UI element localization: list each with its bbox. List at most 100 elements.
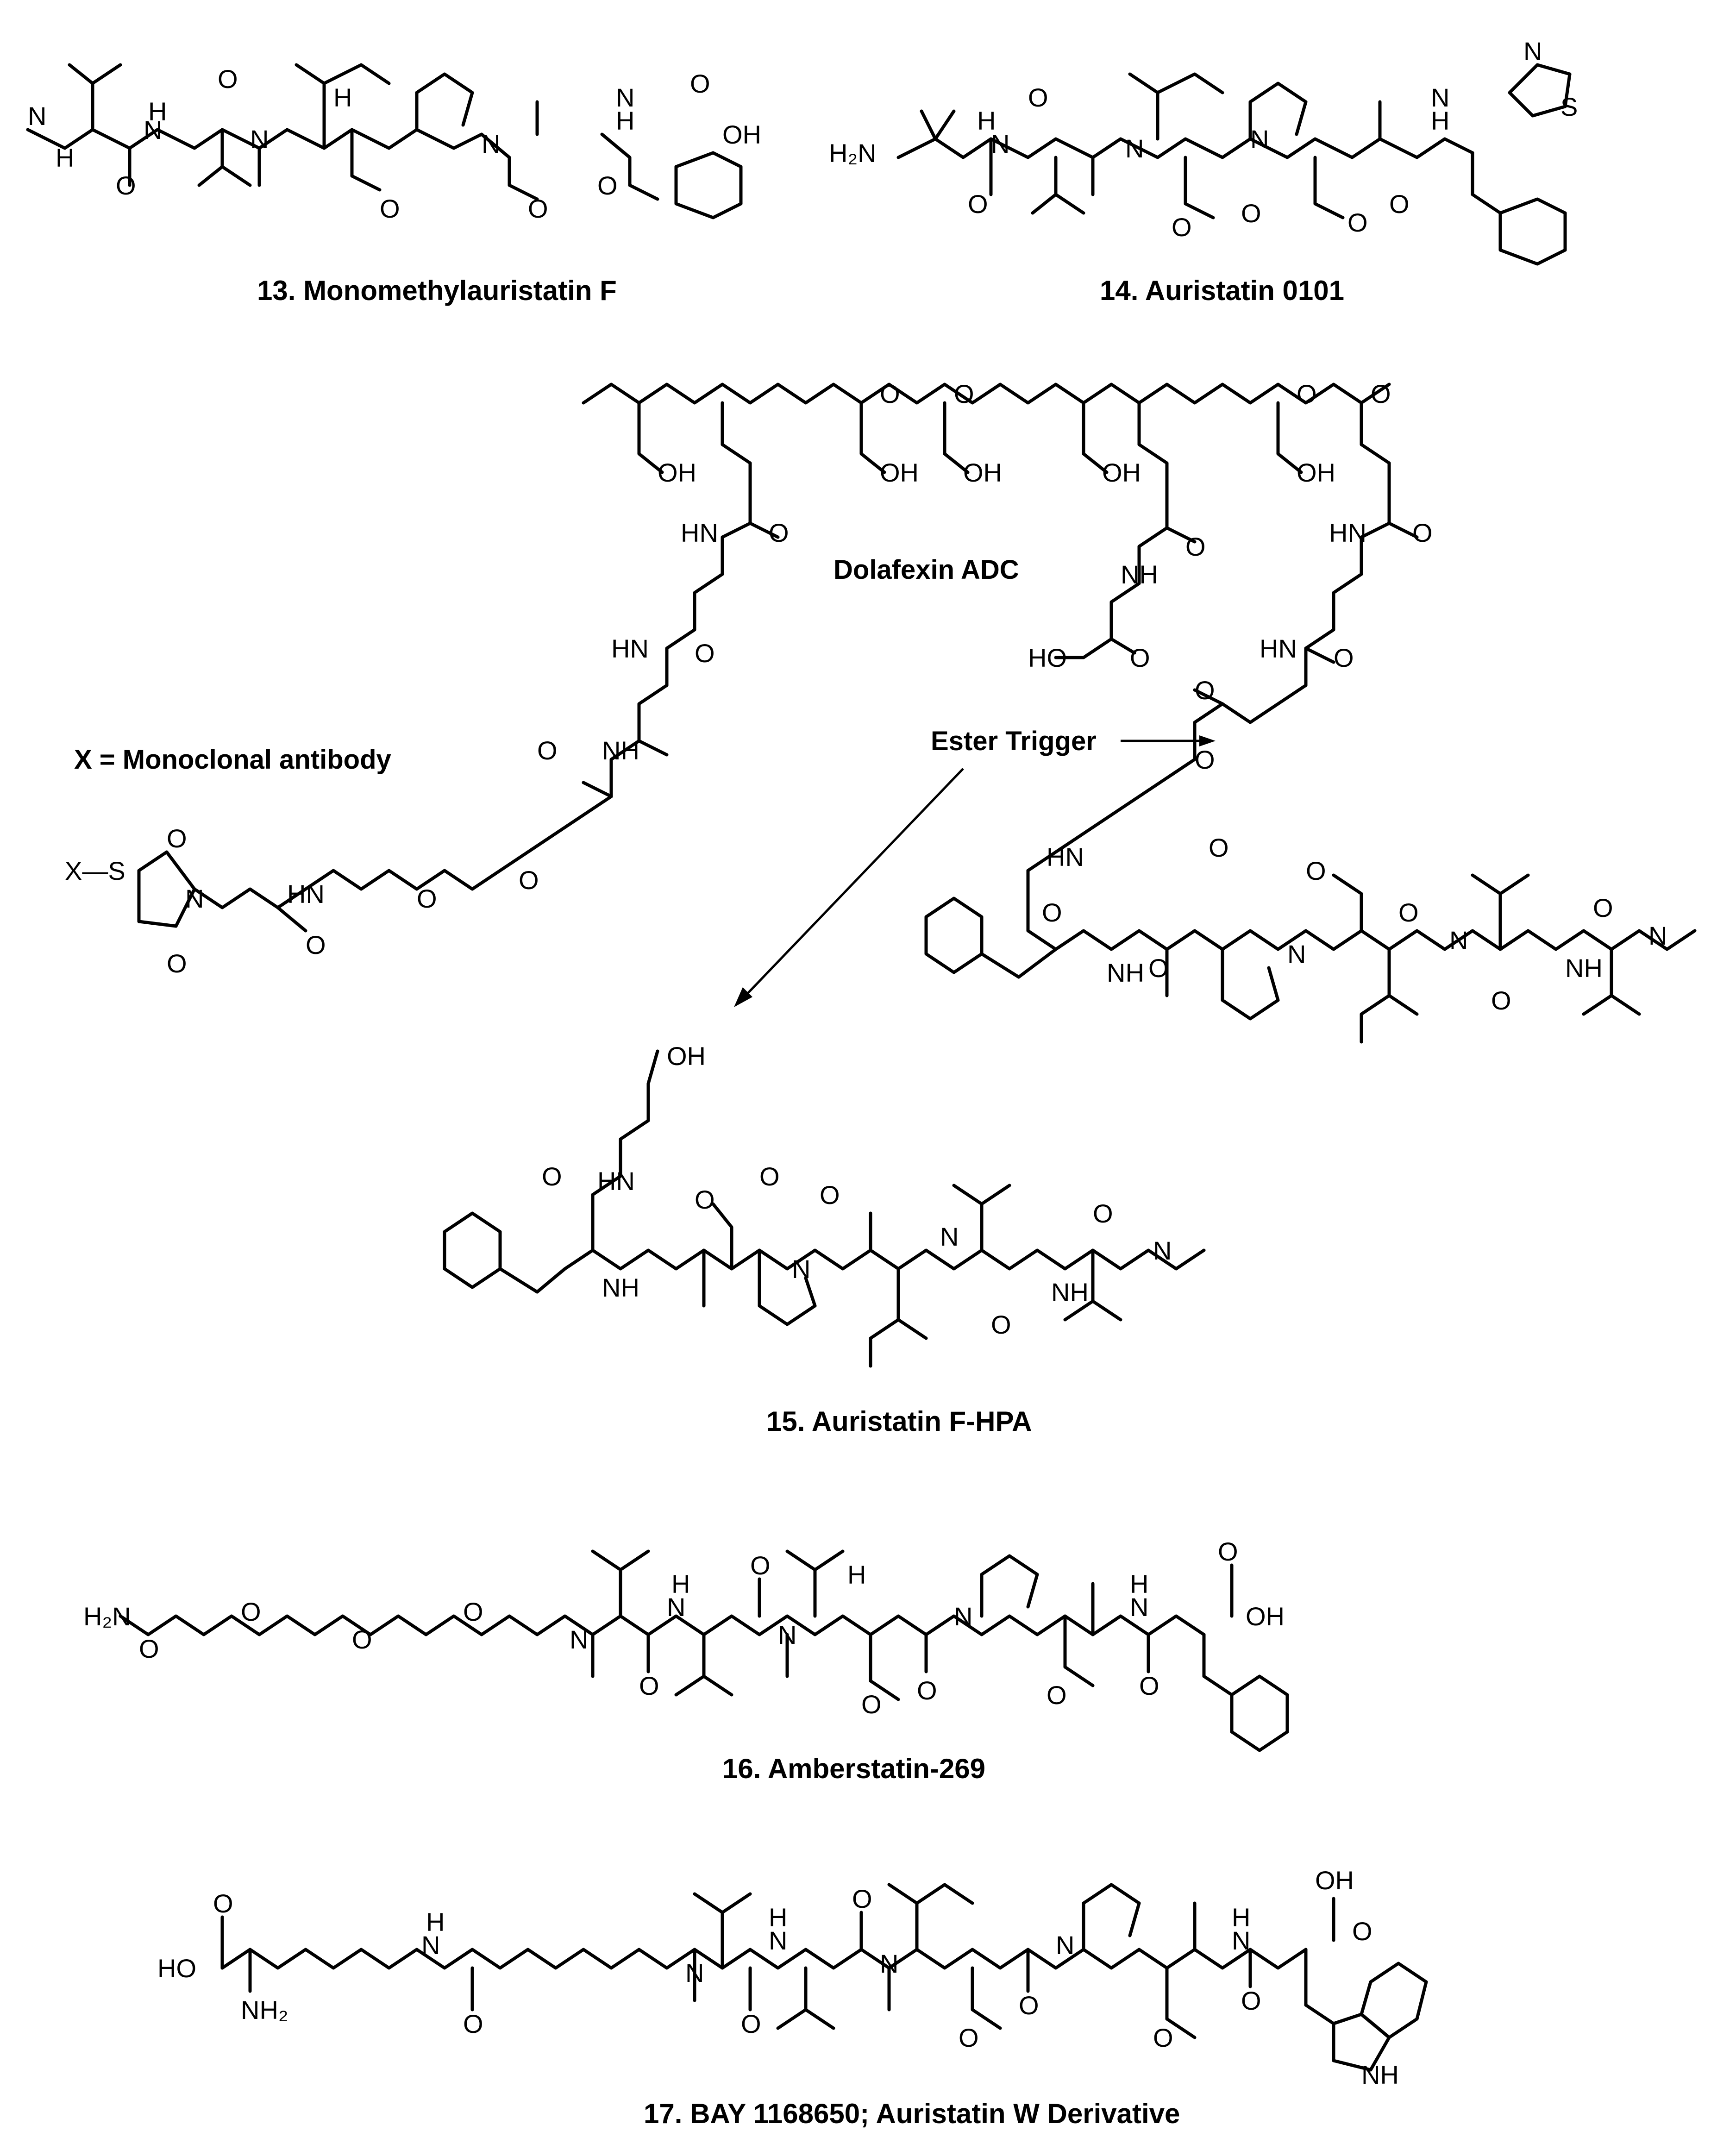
atom-label: O [218, 64, 238, 94]
atom-label: O [1412, 518, 1433, 547]
atom-label: HN [287, 879, 325, 909]
atom-label: O [1334, 643, 1354, 672]
atom-label: N [1153, 1236, 1172, 1265]
atom-label: O [1389, 189, 1410, 219]
atom-label: N [570, 1625, 588, 1654]
atom-label: OH [1315, 1866, 1354, 1895]
atom-label: O [306, 930, 326, 959]
atom-label: NH [1107, 958, 1144, 987]
x-definition-label: X = Monoclonal antibody [74, 745, 391, 775]
atom-label: N [940, 1222, 959, 1251]
atom-label: O [1153, 2023, 1173, 2052]
atom-label: O [1047, 1680, 1067, 1710]
atom-label: O [1185, 532, 1206, 561]
atom-label: O [880, 379, 900, 408]
compound-13-structure [26, 63, 743, 219]
dolafexin-payload [924, 869, 1697, 1044]
atom-label: N [1056, 1930, 1074, 1960]
atom-label: NH [602, 736, 639, 765]
atom-label: H [671, 1569, 690, 1598]
dolafexin-middle-glycine [1054, 498, 1197, 659]
atom-label: N [667, 1592, 685, 1622]
atom-label: NH [602, 1273, 639, 1302]
atom-label: O [1491, 986, 1511, 1015]
atom-label: O [820, 1180, 840, 1210]
atom-label: O [695, 1185, 715, 1214]
atom-label: OH [1102, 458, 1141, 487]
atom-label: H₂N [83, 1602, 131, 1631]
atom-label: O [1195, 676, 1215, 705]
dolafexin-right-linker [1026, 498, 1419, 872]
atom-label: O [690, 69, 710, 98]
atom-label: OH [667, 1041, 706, 1071]
atom-label: O [116, 171, 136, 200]
atom-label: O [1347, 208, 1368, 237]
atom-label: OH [1246, 1602, 1285, 1631]
atom-label: N [250, 125, 269, 154]
ester-trigger-label: Ester Trigger [931, 726, 1097, 756]
arrowhead-icon [1199, 735, 1216, 746]
atom-label: O [537, 736, 558, 765]
atom-label: N [778, 1620, 796, 1649]
compound-17-structure [220, 1883, 1428, 2072]
atom-label: N [769, 1926, 787, 1955]
atom-label: NH [1051, 1278, 1089, 1307]
caption-compound-16: 16. Amberstatin-269 [722, 1753, 985, 1784]
atom-label: O [1019, 1991, 1039, 2020]
atom-label: S [1561, 92, 1578, 121]
atom-label: O [1130, 643, 1150, 672]
atom-label: O [1218, 1537, 1238, 1566]
atom-label: O [695, 639, 715, 668]
ester-trigger-arrow-down [745, 768, 964, 997]
atom-label: O [1195, 745, 1215, 774]
atom-label: N [1648, 921, 1667, 950]
atom-label: O [639, 1671, 659, 1700]
atom-label: OH [1297, 458, 1335, 487]
atom-label: O [759, 1162, 780, 1191]
atom-label: N [1130, 1592, 1148, 1622]
atom-label: O [968, 189, 988, 219]
atom-label: O [954, 379, 974, 408]
atom-label: N [144, 115, 162, 144]
atom-label: O [1028, 83, 1048, 112]
atom-label: NH₂ [241, 1995, 288, 2024]
atom-label: O [1241, 1986, 1261, 2015]
caption-compound-17: 17. BAY 1168650; Auristatin W Derivative [644, 2098, 1180, 2129]
dolafexin-left-linker [137, 498, 780, 933]
atom-label: N [185, 884, 204, 913]
atom-label: O [991, 1310, 1011, 1339]
atom-label: O [542, 1162, 562, 1191]
atom-label: N [616, 83, 634, 112]
atom-label: O [750, 1551, 771, 1580]
atom-label: HO [1028, 643, 1067, 672]
atom-label: O [1398, 898, 1419, 927]
atom-label: O [1241, 199, 1261, 228]
atom-label: O [959, 2023, 979, 2052]
atom-label: N [1523, 37, 1542, 66]
atom-label: H [426, 1907, 445, 1937]
atom-label: H [56, 143, 74, 172]
atom-label: N [421, 1930, 440, 1960]
atom-label: OH [658, 458, 696, 487]
atom-label: HN [1047, 842, 1084, 871]
atom-label: NH [1565, 953, 1603, 983]
atom-label: N [482, 129, 500, 158]
atom-label: N [1232, 1926, 1250, 1955]
atom-label: N [991, 129, 1009, 158]
atom-label: NH [1361, 2060, 1399, 2089]
atom-label: H [847, 1560, 866, 1589]
atom-label: O [1042, 898, 1062, 927]
atom-label: OH [722, 120, 761, 149]
atom-label: O [352, 1625, 372, 1654]
atom-label: HN [681, 518, 718, 547]
atom-label: OH [963, 458, 1002, 487]
atom-label: O [1139, 1671, 1159, 1700]
compound-15-structure [443, 1049, 1206, 1368]
atom-label: H [1431, 106, 1449, 135]
atom-label: O [528, 194, 548, 223]
atom-label: O [917, 1676, 937, 1705]
atom-label: O [139, 1634, 159, 1663]
atom-label: N [1287, 940, 1306, 969]
atom-label: X—S [65, 856, 125, 885]
atom-label: O [1297, 379, 1317, 408]
